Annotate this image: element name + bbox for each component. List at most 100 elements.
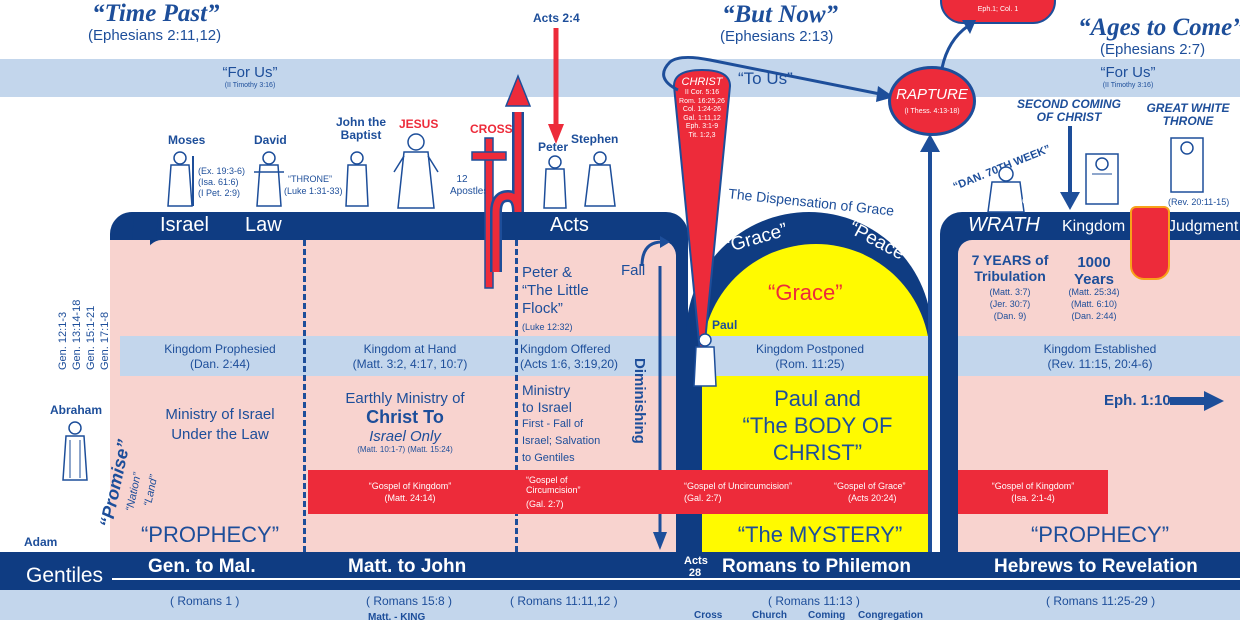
eph-arrow-label: Eph. 1:10	[1104, 392, 1171, 409]
great-white-throne: GREAT WHITE THRONE	[1146, 101, 1230, 128]
gentiles: Gentiles	[26, 564, 104, 587]
for-us-right-ref: (II Timothy 3:16)	[1102, 82, 1154, 89]
antichrist-figure-icon	[987, 166, 1025, 213]
kingdom-established: Kingdom Established	[1043, 342, 1157, 356]
kingdom-prophesied: Kingdom Prophesied	[164, 342, 276, 356]
abraham-label: Abraham	[50, 403, 103, 417]
books-bar	[0, 552, 1240, 590]
paul-body-2: “The BODY OF	[742, 413, 893, 438]
jesus-label: JESUS	[399, 117, 439, 131]
fall-label: Fall	[621, 262, 646, 279]
for-us-right: “For Us”	[1100, 64, 1156, 81]
cb-ref-5: Eph. 3:1-9	[685, 123, 719, 130]
rom-11-13: ( Romans 11:13 )	[768, 594, 860, 608]
first-fall: First - Fall of Israel; Salvation to Gen…	[522, 418, 601, 464]
kingdom-row-right	[958, 336, 1240, 376]
israel-interior-edge	[110, 240, 150, 552]
books-underline	[112, 578, 1240, 580]
christ-to: Christ To	[366, 407, 444, 427]
to-us-arrow-icon	[662, 55, 894, 102]
second-coming-arrow-icon	[1060, 126, 1080, 210]
gen-ref-2: Gen. 13:14-18	[71, 299, 83, 370]
acts-28: Acts 28	[684, 555, 708, 579]
pf-2: “The Little	[522, 282, 589, 299]
kingdom-postponed-ref: (Rom. 11:25)	[775, 357, 845, 371]
anti-label: Anti	[970, 196, 986, 206]
header-wrath: WRATH	[968, 214, 1040, 236]
kingdom-postponed: Kingdom Postponed	[755, 342, 865, 356]
trib-ref-1: (Matt. 3:7)	[989, 287, 1031, 297]
cb-ref-1: II Cor. 5:16	[684, 89, 720, 96]
gospel-kingdom-ref: (Matt. 24:14)	[384, 493, 436, 503]
gospel-grace-bar	[684, 470, 930, 514]
abraham-figure-icon	[62, 421, 88, 481]
gen-refs: Gen. 12:1-3 Gen. 13:14-18 Gen. 15:1-21 G…	[56, 300, 112, 370]
stephen-label: Stephen	[571, 132, 619, 146]
kingdom-established-ref: (Rev. 11:15, 20:4-6)	[1047, 357, 1153, 371]
lake-of-fire-icon	[1130, 206, 1170, 280]
peter-label: Peter	[538, 140, 569, 154]
era-ref-ages-to-come: (Ephesians 2:7)	[1100, 41, 1206, 58]
kingdom-row-grace	[702, 336, 930, 376]
for-us-left: “For Us”	[222, 64, 278, 81]
diminishing-label: Diminishing	[631, 358, 648, 444]
john-figure-icon	[345, 151, 369, 207]
david-label: David	[254, 133, 287, 147]
cb-ref-2: Rom. 16:25,26	[679, 97, 725, 105]
moses-ref-1: (Ex. 19:3-6)	[198, 166, 246, 176]
divider-1	[303, 240, 306, 552]
kingdom-at-hand-ref: (Matt. 3:2, 4:17, 10:7)	[352, 357, 468, 371]
adam-label: Adam	[24, 535, 58, 549]
christ-balloon-title: CHRIST	[681, 76, 723, 88]
gospel-grace-ref: (Acts 20:24)	[848, 493, 897, 503]
grace-big: “Grace”	[768, 280, 843, 305]
gospel-future-bar	[958, 470, 1108, 514]
divider-2	[515, 240, 518, 552]
gospel-kingdom-bar	[308, 470, 708, 514]
kingdom-at-hand: Kingdom at Hand	[363, 342, 457, 356]
bottom-cross: Cross	[694, 610, 723, 621]
gospel-uncircumcision: “Gospel of Uncircumcision”	[684, 481, 793, 491]
rapture-ref: (I Thess. 4:13-18)	[904, 108, 960, 115]
bottom-congregation: Congregation	[858, 610, 923, 621]
rom-1: ( Romans 1 )	[170, 594, 240, 608]
mti-line-1: Ministry	[522, 382, 571, 398]
bottom-coming: Coming	[808, 610, 846, 621]
christ-balloon-icon	[672, 68, 732, 353]
moses-figure-icon	[167, 151, 194, 207]
tribulation: 7 YEARS of Tribulation	[971, 252, 1049, 284]
gospel-kingdom: “Gospel of Kingdom”	[368, 481, 452, 491]
peter-flock: Peter & “The Little Flock” (Luke 12:32)	[522, 264, 589, 336]
cross-label: CROSS	[470, 122, 513, 136]
rom-11-11: ( Romans 11:11,12 )	[510, 594, 618, 608]
christ-balloon-refs: II Cor. 5:16 Rom. 16:25,26 Col. 1:24-26 …	[674, 89, 730, 140]
kingdom-offered: Kingdom Offered	[520, 342, 611, 356]
header-acts: Acts	[550, 214, 589, 236]
thousand-refs: (Matt. 25:34) (Matt. 6:10) (Dan. 2:44)	[1058, 286, 1130, 322]
era-title-time-past: “Time Past”	[92, 0, 220, 27]
kingdom-offered-ref: (Acts 1:6, 3:19,20)	[520, 357, 619, 371]
era-title-but-now: “But Now”	[722, 1, 839, 28]
glory-cloud: Eph.1; Col. 1	[940, 0, 1056, 24]
prophecy-left: “PROPHECY”	[140, 522, 280, 547]
rapture-up-arrow-icon	[920, 134, 940, 552]
header-judgment: Judgment	[1168, 218, 1239, 235]
trib-refs: (Matt. 3:7) (Jer. 30:7) (Dan. 9)	[965, 286, 1055, 322]
pf-ref: (Luke 12:32)	[522, 322, 573, 332]
books-romans-philemon: Romans to Philemon	[722, 556, 911, 577]
cloud-ref: Eph.1; Col. 1	[977, 6, 1019, 13]
gen-ref-3: Gen. 15:1-21	[85, 305, 97, 370]
kingdom-prophesied-ref: (Dan. 2:44)	[189, 357, 251, 371]
cb-ref-4: Gal. 1:11,12	[683, 114, 721, 122]
paul-body-3: CHRIST”	[772, 440, 863, 465]
header-kingdom: Kingdom	[1062, 218, 1126, 235]
ministry-to-israel: Ministry to Israel First - Fall of Israe…	[522, 382, 612, 467]
gospel-circumcision-ref: (Gal. 2:7)	[526, 499, 564, 509]
prophecy-right: “PROPHECY”	[1030, 522, 1170, 547]
gen-ref-4: Gen. 17:1-8	[99, 311, 111, 370]
era-title-ages-to-come: “Ages to Come”	[1078, 14, 1240, 41]
eph-arrow-shaft	[1170, 397, 1206, 405]
jesus-figure-icon	[393, 133, 439, 209]
bottom-church: Church	[752, 610, 787, 621]
paul-figure-icon	[693, 333, 717, 387]
